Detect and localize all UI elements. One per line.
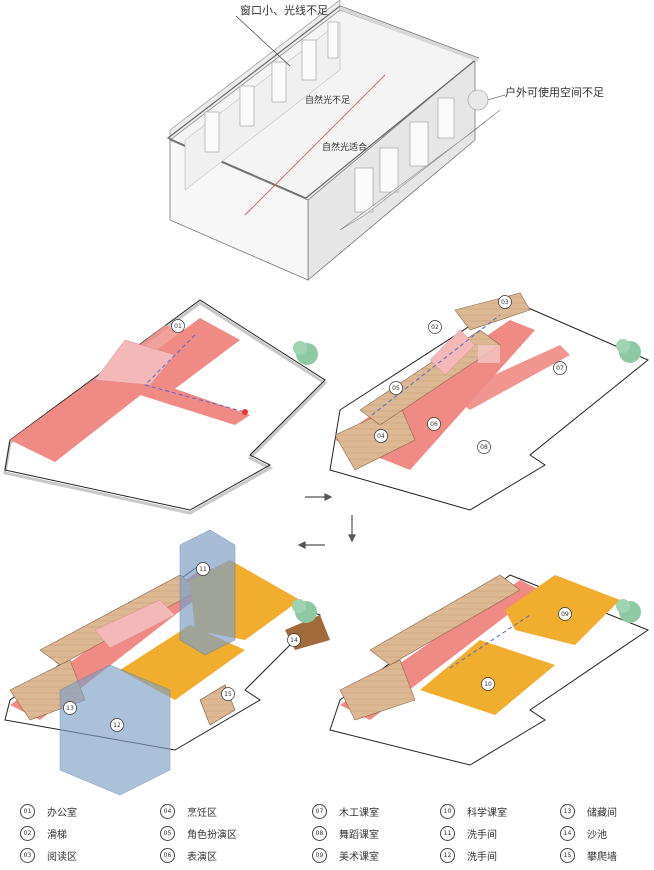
plan-2	[329, 292, 649, 511]
number-badge: 11	[196, 562, 210, 576]
number-badge: 02	[428, 320, 442, 334]
legend-label: 舞蹈课室	[339, 830, 379, 841]
number-badge: 07	[553, 361, 567, 375]
svg-text:06: 06	[430, 421, 438, 428]
legend-number: 03	[20, 848, 35, 863]
legend-number: 10	[440, 804, 455, 819]
legend-item: 06 表演区	[160, 848, 217, 863]
number-badge: 06	[427, 417, 441, 431]
legend-label: 烹饪区	[187, 808, 217, 819]
legend-number: 14	[560, 826, 575, 841]
number-badge: 15	[221, 687, 235, 701]
plan-4	[329, 574, 650, 766]
annotation-small-windows: 窗口小、光线不足	[240, 4, 328, 17]
number-badges: 01 02 03 05 04 06 07 08 11 14 13 12 15 09 10	[63, 295, 572, 732]
svg-text:02: 02	[431, 324, 439, 331]
number-badge: 13	[63, 701, 77, 715]
flow-arrows	[297, 493, 356, 549]
svg-text:05: 05	[392, 385, 400, 392]
legend-label: 沙池	[587, 830, 607, 841]
legend-item: 02 滑梯	[20, 826, 67, 841]
legend-label: 储藏间	[587, 808, 617, 819]
number-badge: 09	[558, 607, 572, 621]
legend-number: 04	[160, 804, 175, 819]
annotation-light-suitable: 自然光适合	[322, 143, 368, 153]
annotation-outdoor-space: 户外可使用空间不足	[505, 86, 604, 99]
svg-text:01: 01	[174, 323, 182, 330]
number-badge: 12	[110, 718, 124, 732]
svg-text:14: 14	[290, 637, 298, 644]
legend-item: 14 沙池	[560, 826, 607, 841]
legend-item: 07 木工课室	[312, 804, 379, 819]
number-badge: 03	[498, 295, 512, 309]
legend-label: 洗手间	[467, 830, 497, 841]
legend-label: 洗手间	[467, 852, 497, 863]
legend-number: 01	[20, 804, 35, 819]
legend-label: 角色扮演区	[187, 830, 237, 841]
legend-label: 美术课室	[339, 852, 379, 863]
legend-item: 09 美术课室	[312, 848, 379, 863]
legend-item: 13 储藏间	[560, 804, 617, 819]
legend-number: 09	[312, 848, 327, 863]
legend-label: 表演区	[187, 852, 217, 863]
legend-number: 11	[440, 826, 455, 841]
number-badge: 08	[477, 440, 491, 454]
svg-text:03: 03	[501, 299, 509, 306]
legend-number: 06	[160, 848, 175, 863]
svg-text:04: 04	[377, 433, 385, 440]
plan-1	[3, 299, 328, 515]
legend-number: 15	[560, 848, 575, 863]
legend-label: 攀爬墙	[587, 852, 617, 863]
number-badge: 05	[389, 381, 403, 395]
legend-label: 阅读区	[47, 852, 77, 863]
legend-item: 12 洗手间	[440, 848, 497, 863]
legend-number: 13	[560, 804, 575, 819]
legend-number: 12	[440, 848, 455, 863]
svg-text:10: 10	[484, 681, 492, 688]
legend-item: 04 烹饪区	[160, 804, 217, 819]
legend-label: 科学课室	[467, 808, 507, 819]
number-badge: 04	[374, 429, 388, 443]
legend-item: 11 洗手间	[440, 826, 497, 841]
legend-item: 15 攀爬墙	[560, 848, 617, 863]
legend-number: 02	[20, 826, 35, 841]
plan-3	[4, 529, 330, 796]
legend-item: 01 办公室	[20, 804, 77, 819]
number-badge: 10	[481, 677, 495, 691]
svg-text:13: 13	[66, 705, 74, 712]
legend-number: 05	[160, 826, 175, 841]
legend: 01 办公室 02 滑梯 03 阅读区 04 烹饪区 05 角色扮演区 06 表演区 07 木工课室 08 舞…	[0, 800, 654, 866]
legend-item: 08 舞蹈课室	[312, 826, 379, 841]
legend-label: 木工课室	[339, 808, 379, 819]
number-badge: 14	[287, 633, 301, 647]
legend-label: 滑梯	[47, 830, 67, 841]
svg-text:15: 15	[224, 691, 232, 698]
svg-text:12: 12	[113, 722, 121, 729]
svg-text:08: 08	[480, 444, 488, 451]
annotation-light-insufficient: 自然光不足	[305, 96, 351, 106]
legend-item: 03 阅读区	[20, 848, 77, 863]
number-badge: 01	[171, 319, 185, 333]
legend-number: 08	[312, 826, 327, 841]
legend-number: 07	[312, 804, 327, 819]
legend-item: 10 科学课室	[440, 804, 507, 819]
svg-text:09: 09	[561, 611, 569, 618]
svg-text:11: 11	[199, 566, 207, 573]
svg-text:07: 07	[556, 365, 564, 372]
building-3d	[166, 0, 506, 281]
legend-label: 办公室	[47, 808, 77, 819]
legend-item: 05 角色扮演区	[160, 826, 237, 841]
